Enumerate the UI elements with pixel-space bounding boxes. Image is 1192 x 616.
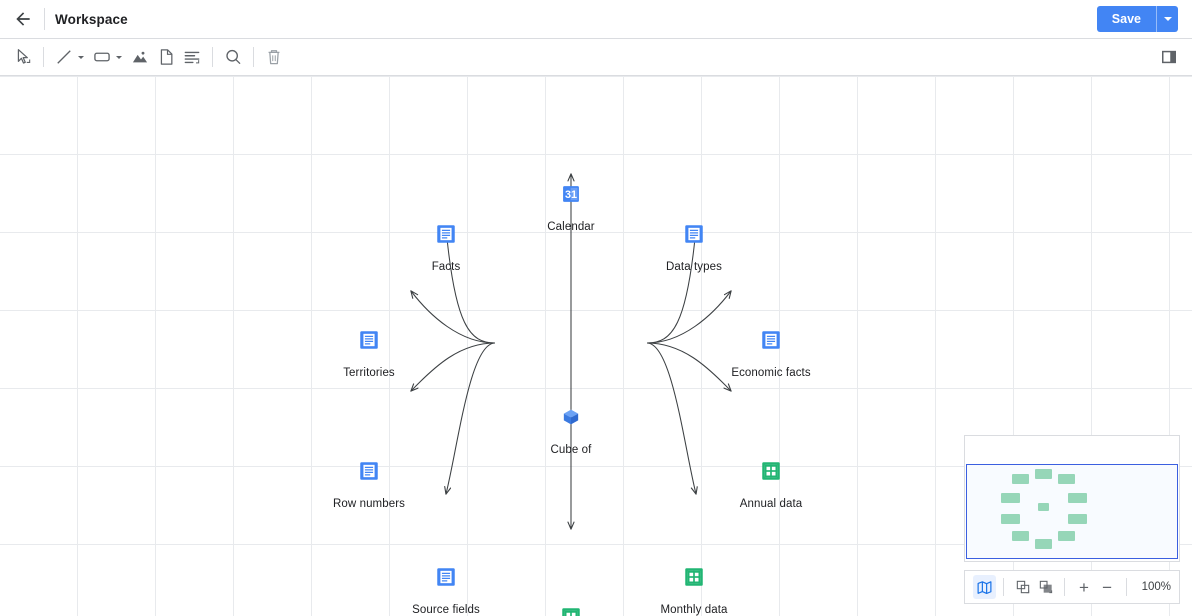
format-tool[interactable] <box>179 44 205 70</box>
minimap-divider-3 <box>1125 578 1127 596</box>
node-label: Monthly data <box>660 604 728 616</box>
node-label: Cube of <box>550 444 592 456</box>
minimap-node <box>1058 531 1075 541</box>
minimap-node <box>1035 539 1052 549</box>
line-tool-dropdown[interactable] <box>78 55 84 59</box>
back-button[interactable] <box>8 4 38 34</box>
diagram-canvas[interactable]: Cube of 31 Calendar Fa <box>0 76 1192 616</box>
document-blue-icon <box>360 462 378 480</box>
image-icon <box>132 51 148 63</box>
table-green-icon <box>762 462 780 480</box>
fit-to-page-icon <box>1016 580 1029 594</box>
right-panel-toggle[interactable] <box>1156 44 1182 70</box>
save-button[interactable]: Save <box>1096 6 1156 32</box>
save-button-group: Save <box>1096 6 1178 32</box>
minimap-divider-2 <box>1064 578 1066 596</box>
node-economic-facts[interactable]: Economic facts <box>696 330 846 379</box>
svg-text:31: 31 <box>565 189 577 201</box>
line-icon <box>57 50 71 64</box>
node-quarterly-data[interactable]: Quarterly data <box>496 607 646 616</box>
cube-icon <box>563 409 579 425</box>
minimap-node <box>1012 474 1029 484</box>
node-label: Row numbers <box>332 498 406 510</box>
minimap-node <box>1001 493 1020 503</box>
arrow-left-icon <box>16 12 30 26</box>
search-icon <box>226 49 241 64</box>
minimap-node <box>1035 469 1052 479</box>
map-icon <box>977 580 992 594</box>
toolbar-divider-3 <box>253 47 254 67</box>
right-panel-icon <box>1162 50 1176 64</box>
minimap-node <box>1068 493 1087 503</box>
minimap-panel: + − 100% <box>964 435 1180 604</box>
rectangle-icon <box>94 52 110 62</box>
node-label: Source fields <box>412 604 480 616</box>
document-blue-icon <box>437 568 455 586</box>
table-green-icon <box>685 568 703 586</box>
node-territories[interactable]: Territories <box>294 330 444 379</box>
node-label: Territories <box>343 367 395 379</box>
node-row-numbers[interactable]: Row numbers <box>294 461 444 510</box>
header-divider <box>44 8 45 30</box>
zoom-level-label: 100% <box>1141 581 1172 593</box>
editor-toolbar <box>0 39 1192 76</box>
document-icon <box>160 49 173 65</box>
minimap-node <box>1068 514 1087 524</box>
calendar-31-icon: 31 <box>563 186 579 202</box>
minimap-divider-1 <box>1003 578 1005 596</box>
node-data-types[interactable]: Data types <box>619 224 769 273</box>
toolbar-divider-1 <box>43 47 44 67</box>
minimap-toolbar: + − 100% <box>964 570 1180 604</box>
node-source-fields[interactable]: Source fields <box>371 567 521 616</box>
node-label: Economic facts <box>731 367 811 379</box>
minimap-viewport[interactable] <box>966 464 1178 559</box>
shape-tool-dropdown[interactable] <box>116 55 122 59</box>
node-label: Annual data <box>739 498 803 510</box>
minimap-node <box>1058 474 1075 484</box>
fit-to-width-button[interactable] <box>1034 575 1057 599</box>
fit-to-width-icon <box>1039 580 1052 594</box>
edge-monthlydata <box>646 342 696 494</box>
node-annual-data[interactable]: Annual data <box>696 461 846 510</box>
chevron-down-icon <box>1163 17 1172 21</box>
node-label: Facts <box>431 261 461 273</box>
table-green-icon <box>562 608 580 616</box>
node-calendar[interactable]: 31 Calendar <box>496 184 646 233</box>
node-cube-of[interactable]: Cube of <box>496 407 646 456</box>
page-title: Workspace <box>55 11 128 27</box>
image-tool[interactable] <box>127 44 153 70</box>
shape-tool[interactable] <box>89 44 115 70</box>
node-facts[interactable]: Facts <box>371 224 521 273</box>
edge-sourcefields <box>446 342 496 494</box>
document-blue-icon <box>685 225 703 243</box>
delete-tool[interactable] <box>261 44 287 70</box>
save-dropdown-button[interactable] <box>1156 6 1178 32</box>
node-label: Calendar <box>547 221 595 233</box>
minimap[interactable] <box>964 435 1180 562</box>
minimap-node <box>1012 531 1029 541</box>
line-tool[interactable] <box>51 44 77 70</box>
node-monthly-data[interactable]: Monthly data <box>619 567 769 616</box>
node-label: Data types <box>666 261 722 273</box>
header-actions: Save <box>1096 6 1184 32</box>
zoom-out-button[interactable]: − <box>1102 577 1113 597</box>
app-header: Workspace Save <box>0 0 1192 39</box>
zoom-in-button[interactable]: + <box>1078 577 1089 597</box>
minimap-toggle-button[interactable] <box>973 575 997 599</box>
trash-icon <box>268 50 280 65</box>
page-tool[interactable] <box>153 44 179 70</box>
fit-to-page-button[interactable] <box>1011 575 1034 599</box>
align-icon <box>184 51 200 64</box>
select-tool[interactable] <box>10 44 36 70</box>
toolbar-divider-2 <box>212 47 213 67</box>
toolbar-right-actions <box>1156 44 1182 70</box>
minimap-node <box>1001 514 1020 524</box>
document-blue-icon <box>762 331 780 349</box>
document-blue-icon <box>360 331 378 349</box>
search-tool[interactable] <box>220 44 246 70</box>
minimap-node <box>1038 503 1049 511</box>
document-blue-icon <box>437 225 455 243</box>
cursor-arrow-icon <box>17 49 31 64</box>
